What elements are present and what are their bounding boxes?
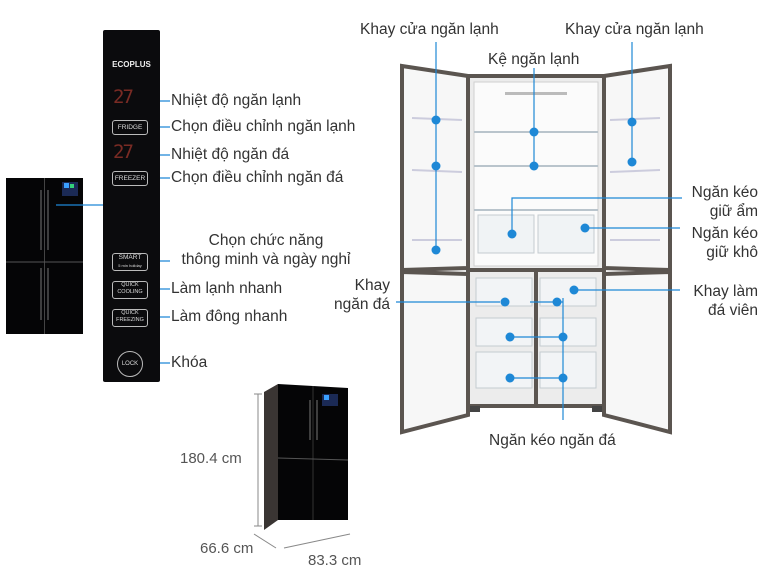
label-humid-drawer-2: giữ ẩm bbox=[709, 202, 758, 220]
fridge-dimension-view bbox=[264, 384, 349, 530]
interior-leader-lines bbox=[396, 42, 682, 420]
callout-dots bbox=[431, 115, 637, 383]
dimension-lines bbox=[253, 393, 351, 549]
label-humid-drawer: Ngăn kéo giữ ẩm bbox=[662, 184, 758, 221]
label-humid-drawer-1: Ngăn kéo bbox=[691, 184, 758, 201]
dimension-height: 180.4 cm bbox=[180, 450, 242, 467]
label-freezer-tray-1: Khay bbox=[354, 277, 390, 294]
label-lock: Khóa bbox=[171, 354, 208, 371]
label-freezer-drawer: Ngăn kéo ngăn đá bbox=[489, 432, 616, 449]
label-smart: Chọn chức năng thông minh và ngày nghỉ bbox=[171, 232, 361, 269]
label-freezer-temp: Nhiệt độ ngăn đá bbox=[171, 146, 290, 163]
label-dry-drawer-2: giữ khô bbox=[706, 243, 758, 261]
quick-freezing-button[interactable]: QUICK FREEZING bbox=[112, 309, 148, 327]
smart-button-label: SMART bbox=[118, 254, 142, 261]
quick-cooling-label-2: COOLING bbox=[117, 289, 143, 295]
label-smart-line2: thông minh và ngày nghỉ bbox=[181, 250, 351, 268]
quick-freezing-label-1: QUICK bbox=[121, 310, 139, 316]
label-freezer-tray: Khay ngăn đá bbox=[318, 277, 390, 314]
smart-button-sublabel: 5 min holiday bbox=[118, 263, 142, 268]
brand-logo-text: ECOPLUS bbox=[112, 60, 151, 69]
dimension-width: 83.3 cm bbox=[308, 552, 362, 569]
label-fridge-shelf: Kệ ngăn lạnh bbox=[488, 51, 580, 68]
fridge-temp-display: 27 bbox=[113, 86, 134, 108]
label-quick-freeze: Làm đông nhanh bbox=[171, 308, 288, 325]
small-fridge-front bbox=[6, 178, 83, 334]
label-quick-cool: Làm lạnh nhanh bbox=[171, 280, 283, 297]
label-door-tray-right: Khay cửa ngăn lạnh bbox=[565, 21, 704, 38]
label-dry-drawer-1: Ngăn kéo bbox=[691, 225, 758, 242]
label-dry-drawer: Ngăn kéo giữ khô bbox=[662, 225, 758, 262]
label-ice-tray-2: đá viên bbox=[708, 301, 758, 319]
freezer-button[interactable]: FREEZER bbox=[112, 171, 148, 186]
fridge-button[interactable]: FRIDGE bbox=[112, 120, 148, 135]
lock-button[interactable]: LOCK bbox=[117, 351, 143, 377]
label-ice-tray-1: Khay làm bbox=[693, 283, 758, 300]
label-freezer-tray-2: ngăn đá bbox=[333, 295, 390, 313]
dimension-depth: 66.6 cm bbox=[200, 540, 254, 557]
quick-freezing-label-2: FREEZING bbox=[116, 317, 144, 323]
label-smart-line1: Chọn chức năng bbox=[208, 232, 324, 249]
label-freezer-select: Chọn điều chỉnh ngăn đá bbox=[171, 169, 344, 186]
open-fridge bbox=[400, 63, 672, 435]
label-fridge-select: Chọn điều chỉnh ngăn lạnh bbox=[171, 118, 356, 135]
freezer-temp-display: 27 bbox=[113, 141, 134, 163]
smart-button[interactable]: SMART 5 min holiday bbox=[112, 253, 148, 271]
label-door-tray-left: Khay cửa ngăn lạnh bbox=[360, 21, 499, 38]
label-ice-tray: Khay làm đá viên bbox=[672, 283, 758, 320]
quick-cooling-button[interactable]: QUICK COOLING bbox=[112, 281, 148, 299]
quick-cooling-label-1: QUICK bbox=[121, 282, 139, 288]
control-panel bbox=[103, 30, 160, 382]
label-fridge-temp: Nhiệt độ ngăn lạnh bbox=[171, 92, 302, 109]
